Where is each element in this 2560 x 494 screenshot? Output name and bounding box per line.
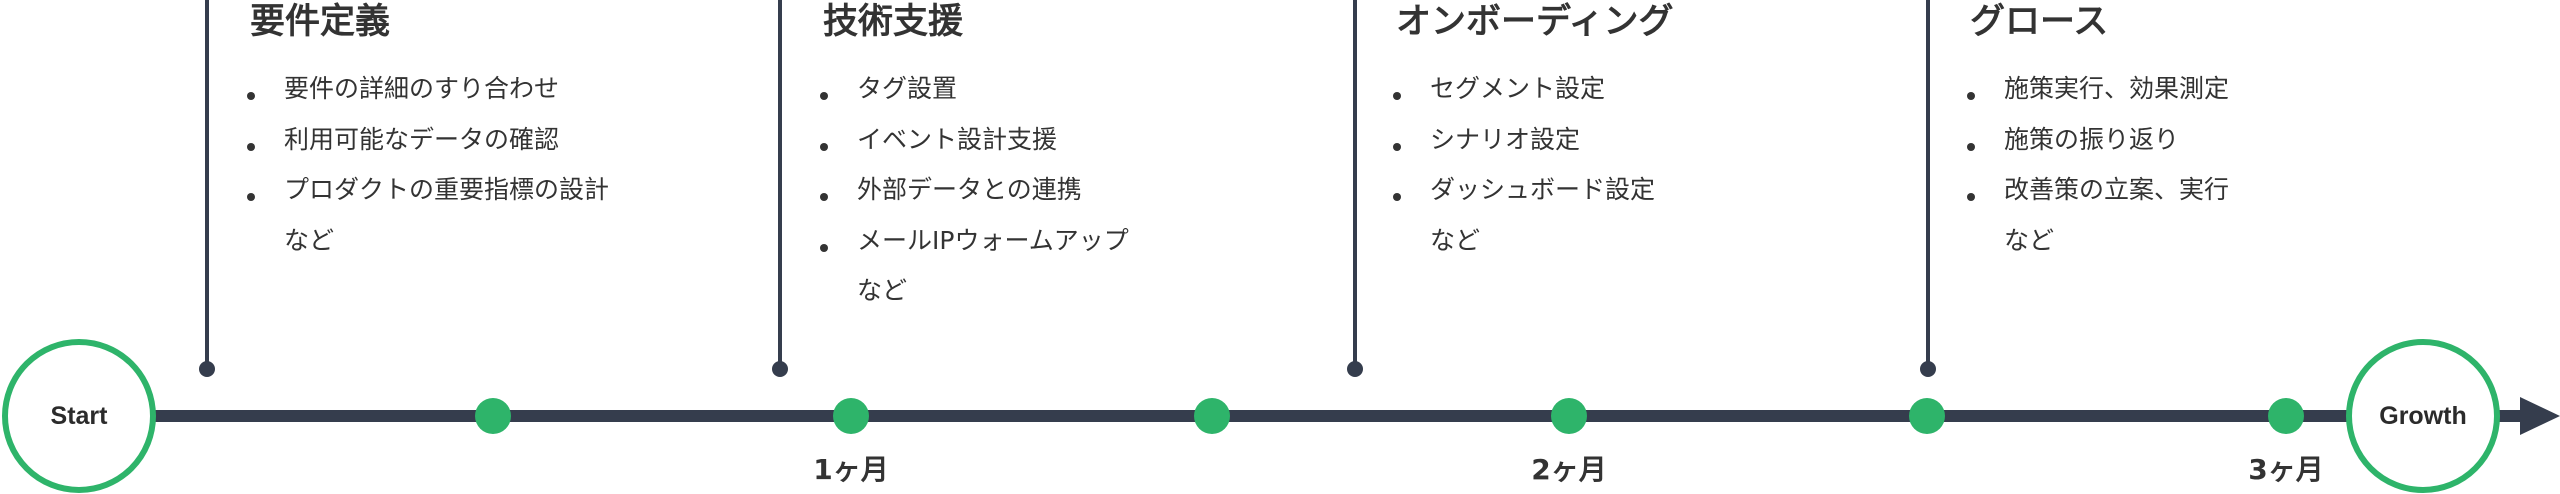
item-text: プロダクトの重要指標の設計	[284, 175, 610, 204]
phase-title: 要件定義	[250, 2, 391, 42]
phase-marker-dot	[772, 361, 788, 377]
phase-onboarding: オンボーディング セグメント設定 シナリオ設定 ダッシュボード設定 など	[1393, 0, 1674, 266]
list-item: タグ設置	[820, 64, 1129, 115]
etc-text: など	[284, 225, 335, 255]
list-item: 改善策の立案、実行	[1967, 165, 2230, 216]
item-text: 施策実行、効果測定	[2004, 74, 2230, 103]
phase-item-list: 施策実行、効果測定 施策の振り返り 改善策の立案、実行	[1967, 64, 2230, 216]
list-item: セグメント設定	[1393, 64, 1674, 115]
item-text: ダッシュボード設定	[1430, 175, 1656, 204]
list-item: 外部データとの連携	[820, 165, 1129, 216]
item-text: シナリオ設定	[1430, 124, 1581, 154]
phase-title: グロース	[1970, 2, 2109, 42]
phase-item-list: セグメント設定 シナリオ設定 ダッシュボード設定	[1393, 64, 1674, 216]
phase-item-list: タグ設置 イベント設計支援 外部データとの連携 メールIPウォームアップ	[820, 64, 1129, 267]
list-item: ダッシュボード設定	[1393, 165, 1674, 216]
timeline-dot	[1194, 398, 1230, 434]
phase-growth: グロース 施策実行、効果測定 施策の振り返り 改善策の立案、実行 など	[1967, 0, 2230, 266]
bullet-icon	[1393, 193, 1401, 201]
bullet-icon	[1393, 142, 1401, 151]
item-text: 施策の振り返り	[2004, 124, 2180, 154]
month-label: 2ヶ月	[1531, 453, 1607, 486]
month-label: 3ヶ月	[2248, 453, 2324, 486]
timeline-dot	[1909, 398, 1945, 434]
list-item: シナリオ設定	[1393, 115, 1674, 166]
etc-text: など	[2004, 225, 2055, 255]
growth-circle: Growth	[2346, 339, 2500, 493]
etc-text: など	[1430, 225, 1481, 255]
arrow-head-icon	[2520, 397, 2560, 435]
list-item: メールIPウォームアップ	[820, 216, 1129, 267]
timeline-dot	[833, 398, 869, 434]
timeline-dot	[475, 398, 511, 434]
item-text: 外部データとの連携	[857, 175, 1082, 204]
phase-item-list: 要件の詳細のすり合わせ 利用可能なデータの確認 プロダクトの重要指標の設計	[247, 64, 610, 216]
item-text: 利用可能なデータの確認	[284, 124, 560, 154]
phase-marker-line	[205, 0, 209, 369]
phase-marker-dot	[1347, 361, 1363, 377]
phase-marker-dot	[1920, 361, 1936, 377]
phase-requirements: 要件定義 要件の詳細のすり合わせ 利用可能なデータの確認 プロダクトの重要指標の…	[247, 0, 610, 266]
bullet-icon	[820, 193, 828, 201]
phase-title: オンボーディング	[1396, 2, 1674, 42]
bullet-icon	[820, 243, 828, 252]
phase-marker-dot	[199, 361, 215, 377]
month-label: 1ヶ月	[813, 453, 889, 486]
bullet-icon	[247, 142, 255, 151]
bullet-icon	[820, 142, 828, 151]
phase-title: 技術支援	[823, 2, 964, 42]
phase-marker-line	[1353, 0, 1357, 369]
bullet-icon	[820, 92, 828, 100]
item-text: 要件の詳細のすり合わせ	[284, 74, 560, 103]
item-text: セグメント設定	[1430, 74, 1606, 103]
bullet-icon	[1967, 142, 1975, 151]
item-text: イベント設計支援	[857, 124, 1058, 154]
bullet-icon	[247, 193, 255, 201]
list-item: 要件の詳細のすり合わせ	[247, 64, 609, 115]
list-item: 施策の振り返り	[1967, 115, 2229, 166]
timeline-dot	[2268, 398, 2304, 434]
phase-tech-support: 技術支援 タグ設置 イベント設計支援 外部データとの連携 メールIPウォームアッ…	[820, 0, 1129, 316]
bullet-icon	[247, 92, 255, 100]
list-item: 施策実行、効果測定	[1967, 64, 2230, 115]
list-item: 利用可能なデータの確認	[247, 115, 609, 166]
list-item: イベント設計支援	[820, 115, 1129, 166]
bullet-icon	[1393, 92, 1401, 100]
phase-marker-line	[1926, 0, 1930, 369]
item-text: タグ設置	[857, 74, 958, 103]
etc-text: など	[857, 276, 908, 305]
item-text: メールIPウォームアップ	[857, 225, 1129, 255]
start-circle: Start	[2, 339, 156, 493]
item-text: 改善策の立案、実行	[2004, 175, 2230, 204]
phase-marker-line	[778, 0, 782, 369]
timeline-dot	[1551, 398, 1587, 434]
bullet-icon	[1967, 193, 1975, 201]
bullet-icon	[1967, 92, 1975, 100]
list-item: プロダクトの重要指標の設計	[247, 165, 610, 216]
